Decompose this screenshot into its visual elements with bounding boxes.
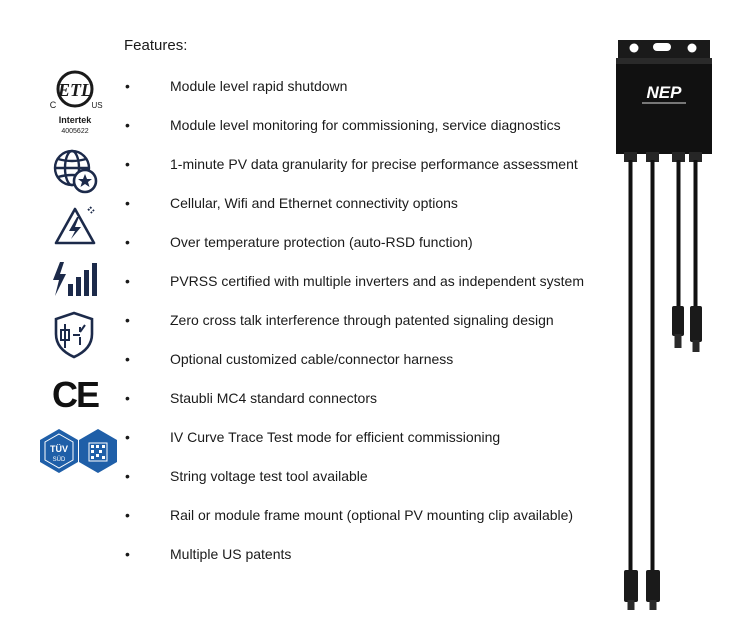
bullet: • xyxy=(125,312,130,328)
feature-text: Module level rapid shutdown xyxy=(170,78,348,94)
intertek-number: 4005622 xyxy=(61,128,88,135)
bullet: • xyxy=(125,468,130,484)
feature-text: Cellular, Wifi and Ethernet connectivity… xyxy=(170,195,458,211)
feature-item: • Rail or module frame mount (optional PV… xyxy=(125,505,573,525)
product-brand: NEP xyxy=(647,83,683,102)
feature-item: • IV Curve Trace Test mode for efficient … xyxy=(125,427,500,447)
feature-item: • Multiple US patents xyxy=(125,544,291,564)
shield-circuit-icon xyxy=(52,310,96,360)
bullet: • xyxy=(125,156,130,172)
feature-item: • Module level rapid shutdown xyxy=(125,76,347,96)
etl-us: US xyxy=(91,101,102,110)
feature-text: Staubli MC4 standard connectors xyxy=(170,390,377,406)
feature-text: Multiple US patents xyxy=(170,546,292,562)
feature-text: Rail or module frame mount (optional PV … xyxy=(170,507,574,523)
bullet: • xyxy=(125,351,130,367)
bullet: • xyxy=(125,195,130,211)
feature-item: • PVRSS certified with multiple inverters… xyxy=(125,271,584,291)
feature-text: PVRSS certified with multiple inverters … xyxy=(170,273,584,289)
features-title: Features: xyxy=(124,37,188,54)
ce-mark-text: CE xyxy=(52,374,100,415)
signal-bars-icon xyxy=(50,258,98,300)
feature-text: Over temperature protection (auto-RSD fu… xyxy=(170,234,473,250)
feature-item: • Module level monitoring for commissioni… xyxy=(125,115,561,135)
bullet: • xyxy=(125,507,130,523)
globe-star-icon xyxy=(52,148,98,194)
bullet: • xyxy=(125,117,130,133)
intertek-name: Intertek xyxy=(59,115,93,125)
feature-item: • 1-minute PV data granularity for precis… xyxy=(125,154,578,174)
feature-item: • Zero cross talk interference through pa… xyxy=(125,310,554,330)
feature-text: Optional customized cable/connector harn… xyxy=(170,351,454,367)
bullet: • xyxy=(125,78,130,94)
feature-item: • Over temperature protection (auto-RSD f… xyxy=(125,232,473,252)
product-image: NEP xyxy=(604,36,716,616)
feature-text: 1-minute PV data granularity for precise… xyxy=(170,156,578,172)
feature-item: • Cellular, Wifi and Ethernet connectivit… xyxy=(125,193,458,213)
etl-letters: ETL xyxy=(57,80,92,100)
feature-item: • Optional customized cable/connector har… xyxy=(125,349,453,369)
etl-intertek-icon: ETL C US Intertek 4005622 xyxy=(44,62,106,138)
tuv-badge-icon: TÜV SÜD xyxy=(36,428,120,474)
bullet: • xyxy=(125,234,130,250)
feature-item: • Staubli MC4 standard connectors xyxy=(125,388,377,408)
bullet: • xyxy=(125,273,130,289)
feature-text: Module level monitoring for commissionin… xyxy=(170,117,561,133)
feature-item: • String voltage test tool available xyxy=(125,466,368,486)
bullet: • xyxy=(125,390,130,406)
tuv-label: TÜV xyxy=(50,444,68,454)
etl-c: C xyxy=(50,100,57,110)
feature-text: Zero cross talk interference through pat… xyxy=(170,312,554,328)
bullet: • xyxy=(125,546,130,562)
ce-mark-icon: CE xyxy=(52,374,100,416)
hazard-lightning-icon xyxy=(52,205,98,247)
tuv-sub: SÜD xyxy=(53,456,66,463)
feature-text: IV Curve Trace Test mode for efficient c… xyxy=(170,429,501,445)
feature-text: String voltage test tool available xyxy=(170,468,368,484)
bullet: • xyxy=(125,429,130,445)
